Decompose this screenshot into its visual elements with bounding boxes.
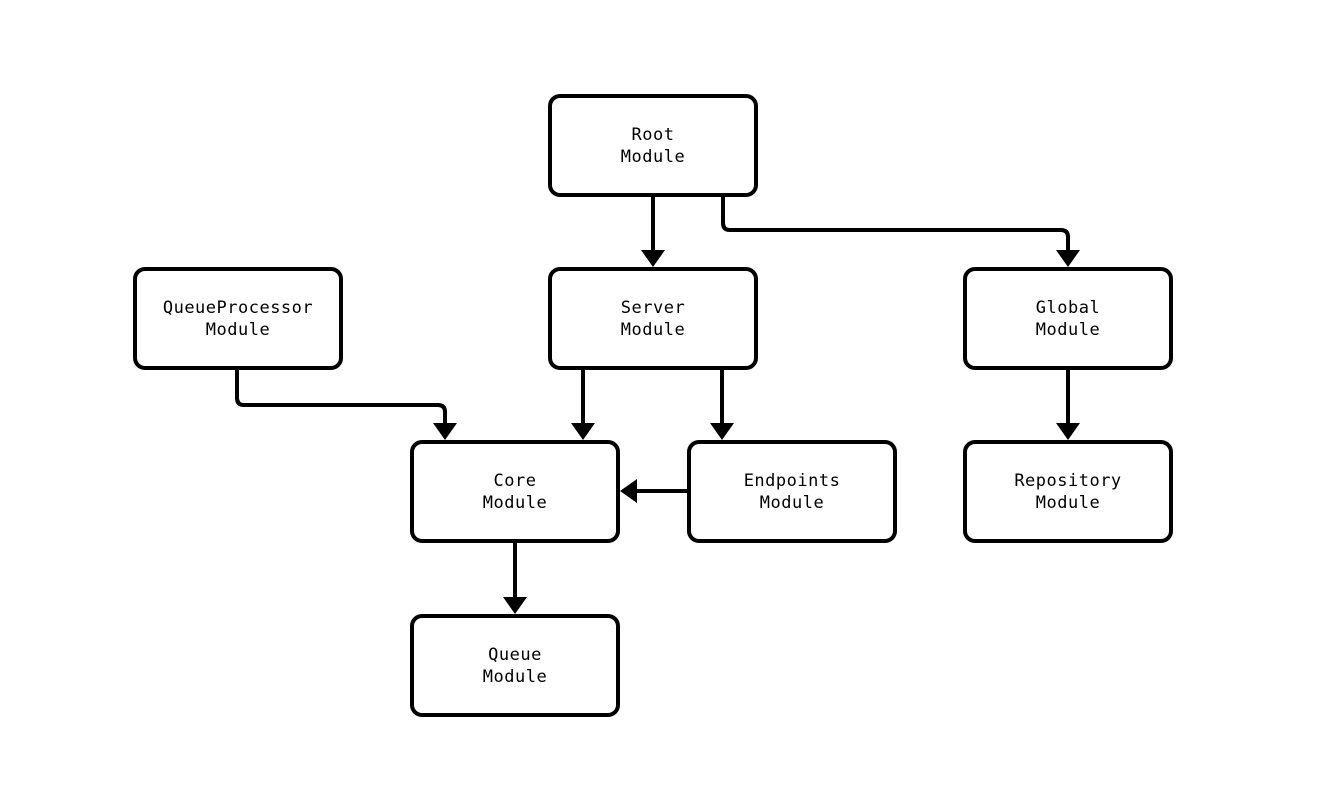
edge-queueprocessor-to-core (235, 370, 457, 440)
node-label-queue: Queue Module (482, 644, 548, 687)
edge-endpoints-to-core (620, 479, 687, 503)
node-server[interactable]: Server Module (548, 267, 758, 370)
arrowhead-global-to-repository (1056, 423, 1080, 440)
edge-core-to-queue (503, 543, 527, 614)
arrowhead-root-to-server (641, 250, 665, 267)
arrowhead-root-to-global (1056, 250, 1080, 267)
node-label-root: Root Module (620, 124, 686, 167)
edge-root-to-global (721, 197, 1080, 267)
node-endpoints[interactable]: Endpoints Module (687, 440, 897, 543)
arrowhead-core-to-queue (503, 597, 527, 614)
node-label-repository: Repository Module (1014, 470, 1122, 513)
node-label-global: Global Module (1035, 297, 1101, 340)
node-root[interactable]: Root Module (548, 94, 758, 197)
edge-global-to-repository (1056, 370, 1080, 440)
arrowhead-endpoints-to-core (620, 479, 637, 503)
node-global[interactable]: Global Module (963, 267, 1173, 370)
arrowhead-server-to-core (571, 423, 595, 440)
node-label-endpoints: Endpoints Module (743, 470, 841, 513)
edge-server-to-endpoints (710, 370, 734, 440)
arrowhead-queueprocessor-to-core (433, 423, 457, 440)
edge-server-to-core (571, 370, 595, 440)
node-label-server: Server Module (620, 297, 686, 340)
node-queueprocessor[interactable]: QueueProcessor Module (133, 267, 343, 370)
node-core[interactable]: Core Module (410, 440, 620, 543)
edge-root-to-server (641, 197, 665, 267)
node-label-core: Core Module (482, 470, 548, 513)
node-label-queueprocessor: QueueProcessor Module (162, 297, 314, 340)
node-repository[interactable]: Repository Module (963, 440, 1173, 543)
arrowhead-server-to-endpoints (710, 423, 734, 440)
node-queue[interactable]: Queue Module (410, 614, 620, 717)
